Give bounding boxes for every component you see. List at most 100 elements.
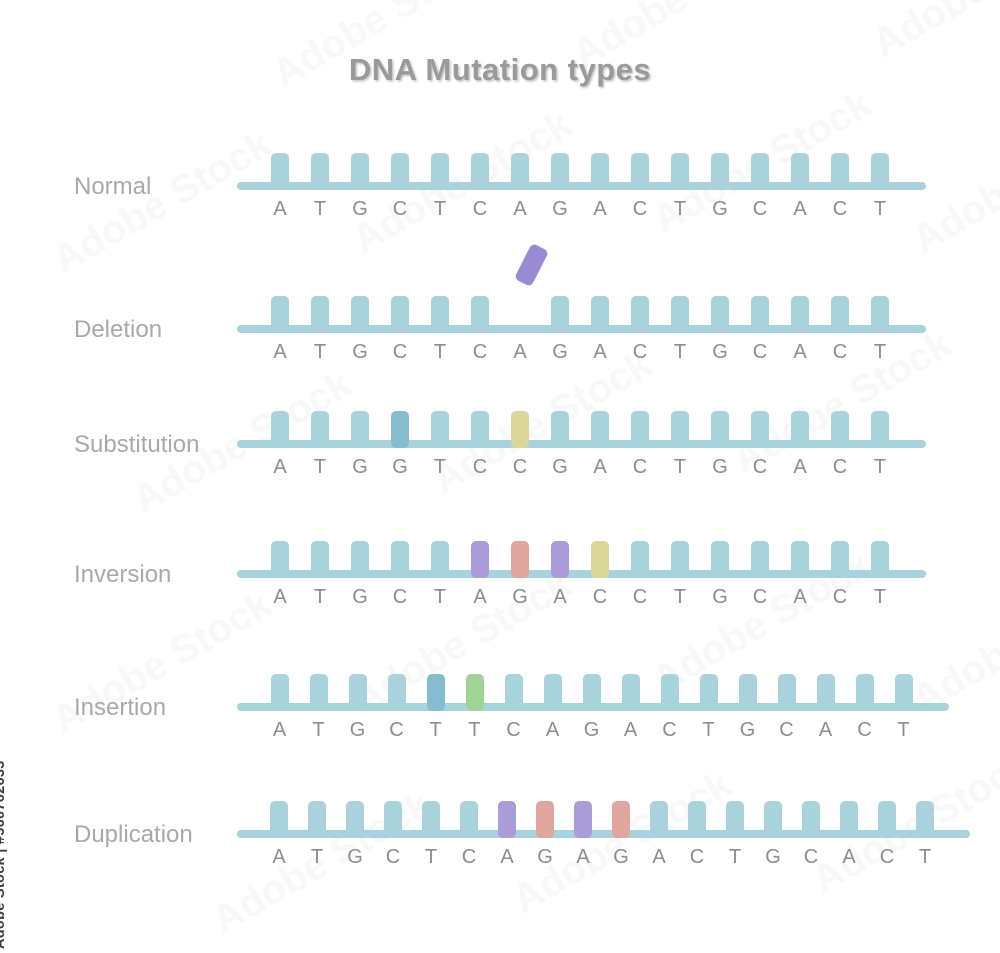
base-letter: T bbox=[873, 586, 887, 608]
base-cell: C bbox=[740, 153, 780, 220]
base-cell: C bbox=[620, 296, 660, 363]
base-cell: T bbox=[884, 674, 923, 741]
base-letter: C bbox=[832, 586, 848, 608]
base-cell: A bbox=[260, 411, 300, 478]
base-tick bbox=[791, 541, 809, 578]
base-letter: C bbox=[392, 198, 408, 220]
base-letter: T bbox=[673, 456, 687, 478]
base-cell: A bbox=[260, 541, 300, 608]
base-tick bbox=[431, 411, 449, 448]
base-tick bbox=[391, 541, 409, 578]
base-letter: C bbox=[832, 341, 848, 363]
base-tick bbox=[802, 801, 820, 838]
base-letter: C bbox=[832, 198, 848, 220]
row-label: Normal bbox=[74, 173, 152, 200]
base-letter: A bbox=[473, 586, 487, 608]
base-cell: T bbox=[300, 411, 340, 478]
base-letter: T bbox=[468, 719, 481, 741]
base-tick bbox=[308, 801, 326, 838]
base-letter: T bbox=[312, 719, 325, 741]
base-cell: G bbox=[754, 801, 792, 868]
base-letter: C bbox=[472, 341, 488, 363]
row-label: Insertion bbox=[74, 694, 167, 721]
base-cell: G bbox=[572, 674, 611, 741]
base-letter: G bbox=[712, 198, 728, 220]
base-tick bbox=[351, 153, 369, 190]
base-cell: G bbox=[340, 153, 380, 220]
base-cell: T bbox=[300, 541, 340, 608]
base-letter: T bbox=[433, 341, 447, 363]
base-letter: G bbox=[613, 846, 629, 868]
base-cell: T bbox=[298, 801, 336, 868]
base-letter: A bbox=[576, 846, 590, 868]
base-letter: T bbox=[728, 846, 742, 868]
base-cell: T bbox=[660, 411, 700, 478]
base-tick bbox=[791, 411, 809, 448]
base-cell: G bbox=[340, 296, 380, 363]
base-letter: A bbox=[793, 198, 807, 220]
base-tick bbox=[894, 674, 913, 711]
base-tick bbox=[551, 296, 569, 333]
base-letter: G bbox=[352, 456, 368, 478]
base-cell: C bbox=[450, 801, 488, 868]
base-tick bbox=[271, 541, 289, 578]
base-cell: G bbox=[540, 153, 580, 220]
strand-backbone-line bbox=[237, 440, 926, 448]
base-cell: T bbox=[300, 153, 340, 220]
base-cell: T bbox=[420, 541, 460, 608]
base-tick bbox=[711, 296, 729, 333]
base-letter: C bbox=[752, 198, 768, 220]
base-cell: A bbox=[460, 541, 500, 608]
base-letter: C bbox=[752, 456, 768, 478]
base-tick bbox=[270, 801, 288, 838]
base-letter: G bbox=[765, 846, 781, 868]
base-cell: A bbox=[500, 296, 540, 363]
base-tick bbox=[631, 153, 649, 190]
base-cell: A bbox=[533, 674, 572, 741]
base-letter: T bbox=[310, 846, 324, 868]
base-letter: T bbox=[702, 719, 715, 741]
base-letter: A bbox=[273, 586, 287, 608]
base-tick bbox=[726, 801, 744, 838]
base-letter: A bbox=[553, 586, 567, 608]
base-letter: C bbox=[752, 586, 768, 608]
base-cell: C bbox=[377, 674, 416, 741]
base-tick bbox=[671, 541, 689, 578]
base-letter: A bbox=[818, 719, 833, 741]
base-letter: G bbox=[712, 456, 728, 478]
base-tick bbox=[631, 411, 649, 448]
base-letter: A bbox=[272, 719, 287, 741]
base-cell: C bbox=[620, 541, 660, 608]
base-cell: G bbox=[728, 674, 767, 741]
base-tick bbox=[384, 801, 402, 838]
base-tick bbox=[621, 674, 640, 711]
base-cell: G bbox=[700, 541, 740, 608]
base-letter: T bbox=[873, 456, 887, 478]
base-tick bbox=[711, 541, 729, 578]
base-letter: A bbox=[793, 341, 807, 363]
base-cell: T bbox=[660, 296, 700, 363]
base-cell: A bbox=[580, 296, 620, 363]
base-cell: C bbox=[650, 674, 689, 741]
base-tick bbox=[504, 674, 523, 711]
base-tick bbox=[591, 153, 609, 190]
base-tick bbox=[612, 801, 630, 838]
base-cell: T bbox=[716, 801, 754, 868]
base-cell: A bbox=[806, 674, 845, 741]
base-cell: C bbox=[580, 541, 620, 608]
base-tick bbox=[711, 153, 729, 190]
base-letter: C bbox=[461, 846, 477, 868]
base-cell: A bbox=[540, 541, 580, 608]
base-letter: G bbox=[352, 198, 368, 220]
base-letter: C bbox=[752, 341, 768, 363]
base-cell: A bbox=[780, 153, 820, 220]
base-letter: G bbox=[352, 341, 368, 363]
base-tick bbox=[311, 296, 329, 333]
base-letter: T bbox=[313, 198, 327, 220]
base-tick bbox=[699, 674, 718, 711]
base-cell: C bbox=[620, 411, 660, 478]
